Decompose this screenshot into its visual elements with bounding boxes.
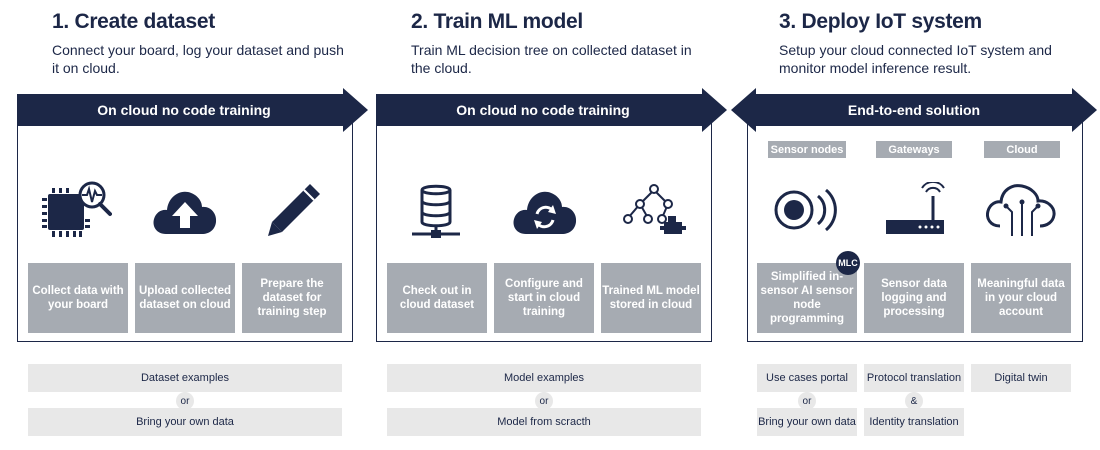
or-separator: or: [535, 392, 553, 410]
card-check-out-dataset: Check out in cloud dataset: [387, 263, 487, 333]
decision-tree-icon: [620, 182, 690, 238]
card-prepare-dataset: Prepare the dataset for training step: [242, 263, 342, 333]
wireless-sensor-icon: [772, 184, 842, 236]
digital-twin-link[interactable]: Digital twin: [971, 364, 1071, 392]
cloud-sync-icon: [512, 184, 578, 236]
gateway-router-icon: [880, 182, 950, 238]
or-separator: or: [176, 392, 194, 410]
identity-translation-link[interactable]: Identity translation: [864, 408, 964, 436]
step-1-banner-label: On cloud no code training: [97, 102, 271, 118]
dataset-examples-link[interactable]: Dataset examples: [28, 364, 342, 392]
model-examples-link[interactable]: Model examples: [387, 364, 701, 392]
model-from-scratch-link[interactable]: Model from scracth: [387, 408, 701, 436]
step-2-title: 2. Train ML model: [411, 10, 583, 33]
header-sensor-nodes: Sensor nodes: [768, 141, 846, 158]
step-2-banner-arrow: [376, 88, 727, 132]
step-1-subtitle: Connect your board, log your dataset and…: [52, 42, 344, 76]
cloud-upload-icon: [152, 184, 218, 236]
header-cloud: Cloud: [984, 141, 1060, 158]
bring-your-own-data-link[interactable]: Bring your own data: [757, 408, 857, 436]
card-data-logging: Sensor data logging and processing: [864, 263, 964, 333]
card-collect-data: Collect data with your board: [28, 263, 128, 333]
step-2-subtitle: Train ML decision tree on collected data…: [411, 42, 692, 76]
bring-your-own-data-link[interactable]: Bring your own data: [28, 408, 342, 436]
and-separator: &: [905, 392, 923, 410]
step-3-subtitle: Setup your cloud connected IoT system an…: [779, 42, 1052, 76]
database-server-icon: [410, 182, 462, 240]
step-2-banner-label: On cloud no code training: [456, 102, 630, 118]
card-in-sensor-ai: Simplified in-sensor AI sensor node prog…: [757, 263, 857, 333]
or-separator: or: [798, 392, 816, 410]
card-meaningful-data: Meaningful data in your cloud account: [971, 263, 1071, 333]
step-3-banner-arrow: [731, 88, 1097, 132]
card-configure-training: Configure and start in cloud training: [494, 263, 594, 333]
step-1-banner-arrow: [17, 88, 368, 132]
card-upload-dataset: Upload collected dataset on cloud: [135, 263, 235, 333]
use-cases-portal-link[interactable]: Use cases portal: [757, 364, 857, 392]
mlc-badge: MLC: [836, 251, 860, 275]
card-trained-model: Trained ML model stored in cloud: [601, 263, 701, 333]
chip-waveform-magnifier-icon: [42, 180, 112, 242]
pencil-icon: [266, 182, 322, 238]
protocol-translation-link[interactable]: Protocol translation: [864, 364, 964, 392]
header-gateways: Gateways: [876, 141, 952, 158]
step-1-title: 1. Create dataset: [52, 10, 215, 33]
step-3-title: 3. Deploy IoT system: [779, 10, 982, 33]
step-3-banner-label: End-to-end solution: [847, 102, 981, 118]
cloud-circuit-icon: [986, 182, 1058, 238]
